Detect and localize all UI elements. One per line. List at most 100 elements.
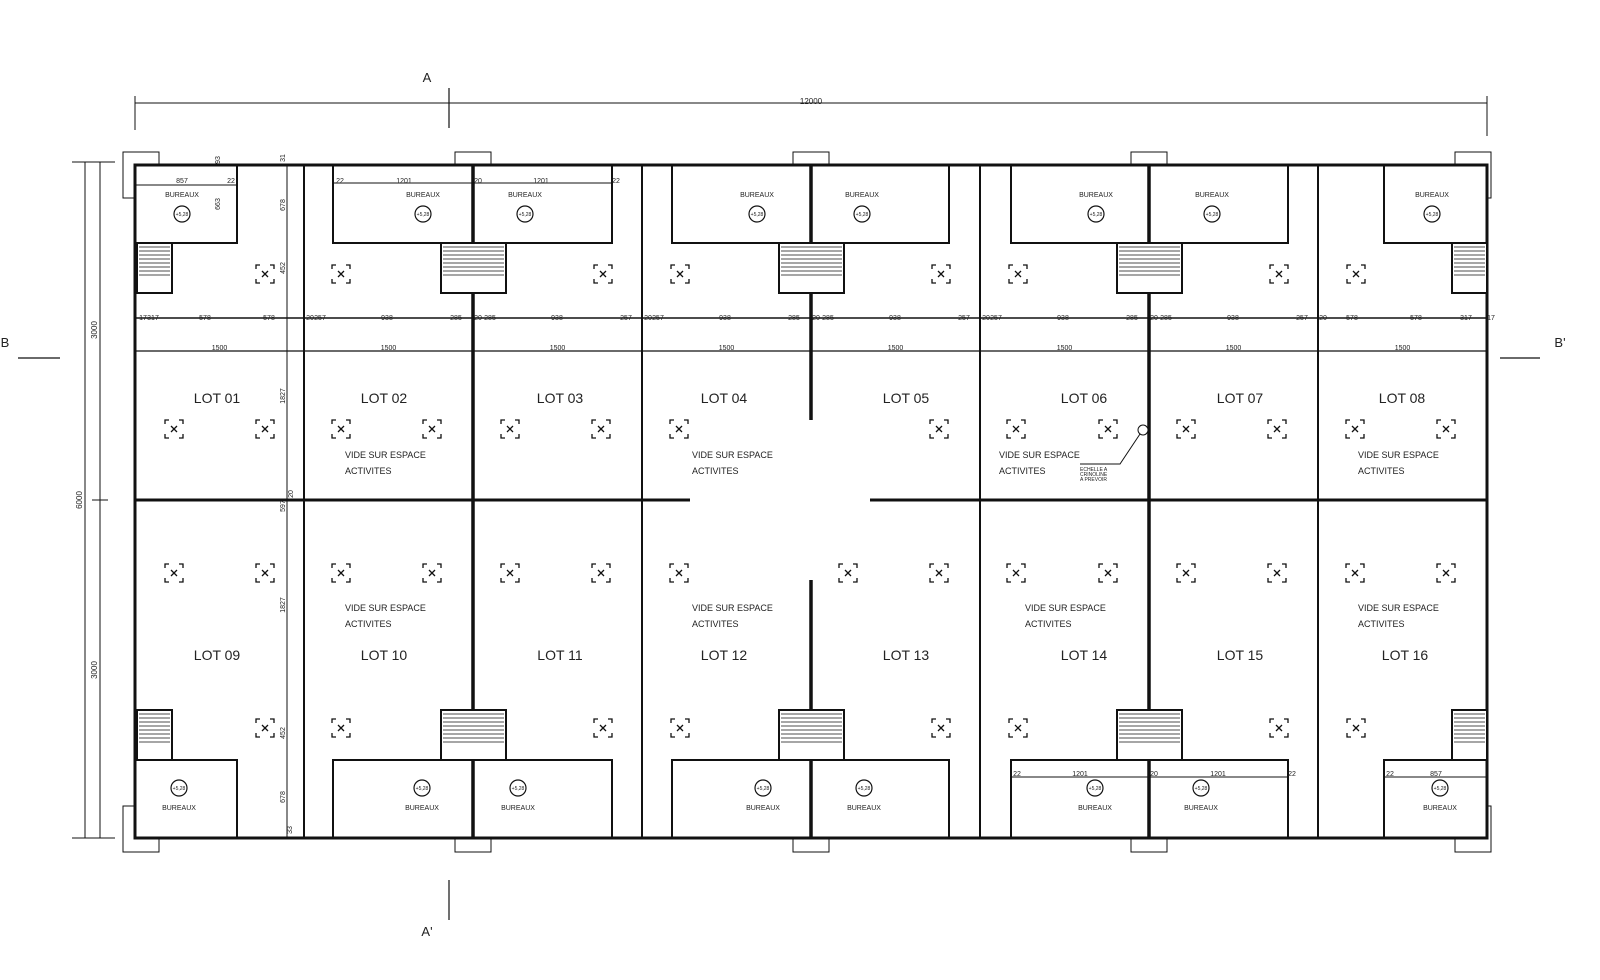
- office-level: +5,28: [1089, 786, 1102, 792]
- office-level: +5,28: [1426, 212, 1439, 218]
- skylight-icon: [331, 563, 351, 583]
- stair-enclosure: [778, 242, 845, 294]
- skylight-mark: [1098, 419, 1118, 439]
- lot-label: LOT 01: [194, 390, 241, 406]
- skylight-mark: [593, 718, 613, 738]
- vertical-dim-5: 1827: [280, 388, 287, 404]
- lot-label: LOT 04: [701, 390, 748, 406]
- row-dim-6: 938: [381, 315, 393, 322]
- skylight-icon: [1346, 264, 1366, 284]
- skylight-icon: [591, 563, 611, 583]
- row-dim-28: 20: [1319, 315, 1327, 322]
- skylight-mark: [255, 264, 275, 284]
- overall-height-dim: 6000: [75, 491, 84, 509]
- skylight-icon: [593, 264, 613, 284]
- skylight-icon: [255, 419, 275, 439]
- skylight-icon: [1267, 563, 1287, 583]
- office-level: +5,28: [416, 786, 429, 792]
- ladder-note: ECHELLE A: [1080, 467, 1108, 473]
- stair-enclosure: [778, 709, 845, 761]
- skylight-icon: [164, 419, 184, 439]
- office-level: +5,28: [176, 212, 189, 218]
- row-dim-2: 578: [199, 315, 211, 322]
- skylight-mark: [331, 264, 351, 284]
- office-dim-bottom-1: 1201: [1072, 771, 1088, 778]
- office-label: BUREAUX: [1079, 192, 1113, 199]
- level-marker-icon: [1192, 779, 1210, 797]
- level-marker-icon: [509, 779, 527, 797]
- row-dim-12: 20: [644, 315, 652, 322]
- staircase-icon: [1451, 242, 1488, 294]
- row-dim-31: 317: [1460, 315, 1472, 322]
- office-level: +5,28: [173, 786, 186, 792]
- void-label: VIDE SUR ESPACE: [345, 603, 426, 613]
- skylight-mark: [164, 419, 184, 439]
- office-label: BUREAUX: [165, 192, 199, 199]
- office-label: BUREAUX: [1195, 192, 1229, 199]
- skylight-mark: [164, 563, 184, 583]
- skylight-icon: [1345, 419, 1365, 439]
- skylight-mark: [670, 718, 690, 738]
- skylight-mark: [500, 563, 520, 583]
- skylight-icon: [255, 264, 275, 284]
- lot-label: LOT 07: [1217, 390, 1264, 406]
- level-marker-icon: [1423, 205, 1441, 223]
- skylight-mark: [929, 563, 949, 583]
- row-dim-25: 285: [1160, 315, 1172, 322]
- level-marker-icon: [1431, 779, 1449, 797]
- office-dim-top-2: 22: [336, 178, 344, 185]
- vertical-dim-4: 452: [280, 262, 287, 274]
- skylight-mark: [255, 419, 275, 439]
- office-level: +5,28: [751, 212, 764, 218]
- skylight-mark: [1006, 563, 1026, 583]
- stair-enclosure: [440, 242, 507, 294]
- office-label: BUREAUX: [162, 805, 196, 812]
- skylight-mark: [255, 718, 275, 738]
- vertical-dim-9: 452: [280, 727, 287, 739]
- skylight-mark: [1436, 563, 1456, 583]
- office-label: BUREAUX: [847, 805, 881, 812]
- office-level: +5,28: [512, 786, 525, 792]
- level-marker-icon: [1086, 779, 1104, 797]
- vertical-dim-7: 597: [280, 500, 287, 512]
- void-label: VIDE SUR ESPACE: [1358, 450, 1439, 460]
- staircase-icon: [440, 709, 507, 761]
- office-level: +5,28: [417, 212, 430, 218]
- skylight-mark: [422, 419, 442, 439]
- office-dim-top-6: 22: [612, 178, 620, 185]
- skylight-icon: [500, 419, 520, 439]
- skylight-mark: [1176, 563, 1196, 583]
- level-marker-icon: [170, 779, 188, 797]
- skylight-mark: [422, 563, 442, 583]
- row-dim-4: 20: [306, 315, 314, 322]
- row-dim-22: 938: [1057, 315, 1069, 322]
- bay-width-dim: 1500: [719, 345, 735, 352]
- upper-half-dim: 3000: [90, 321, 99, 339]
- vertical-dim-1: 663: [215, 198, 222, 210]
- skylight-icon: [331, 419, 351, 439]
- skylight-mark: [1098, 563, 1118, 583]
- skylight-icon: [1269, 718, 1289, 738]
- void-label: ACTIVITES: [345, 619, 392, 629]
- void-label: VIDE SUR ESPACE: [1025, 603, 1106, 613]
- office-wall: [1383, 759, 1488, 838]
- skylight-mark: [1436, 419, 1456, 439]
- void-label: ACTIVITES: [692, 466, 739, 476]
- office-level: +5,28: [1206, 212, 1219, 218]
- lot-label: LOT 14: [1061, 647, 1108, 663]
- skylight-icon: [1008, 264, 1028, 284]
- void-label: ACTIVITES: [1358, 619, 1405, 629]
- row-dim-23: 285: [1126, 315, 1138, 322]
- vertical-dim-11: 33: [287, 826, 294, 834]
- lot-label: LOT 05: [883, 390, 930, 406]
- skylight-mark: [593, 264, 613, 284]
- row-dim-30: 578: [1410, 315, 1422, 322]
- skylight-mark: [670, 264, 690, 284]
- row-dim-19: 257: [958, 315, 970, 322]
- void-label: ACTIVITES: [999, 466, 1046, 476]
- lot-label: LOT 03: [537, 390, 584, 406]
- skylight-mark: [1346, 264, 1366, 284]
- skylight-mark: [1345, 419, 1365, 439]
- skylight-icon: [931, 718, 951, 738]
- skylight-icon: [255, 563, 275, 583]
